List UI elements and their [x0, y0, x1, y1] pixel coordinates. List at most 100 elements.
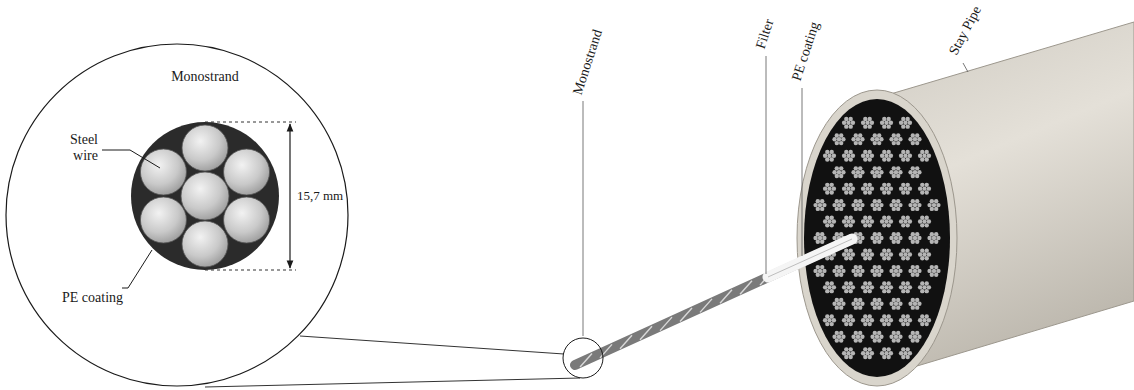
- strand-wire: [925, 223, 929, 227]
- strand-wire: [901, 150, 905, 154]
- strand-wire: [925, 289, 929, 293]
- strand-wire: [863, 157, 867, 161]
- strand-wire: [920, 322, 924, 326]
- strand-wire: [873, 338, 877, 342]
- strand-wire: [889, 170, 893, 174]
- strand-wire: [877, 207, 881, 211]
- strand-wire: [892, 199, 896, 203]
- strand-wire: [849, 322, 853, 326]
- strand-end: [899, 347, 912, 359]
- strand-wire: [854, 273, 858, 277]
- strand-wire: [932, 236, 936, 240]
- strand-wire: [920, 150, 924, 154]
- strand-wire: [856, 335, 860, 339]
- strand-wire: [837, 269, 841, 273]
- strand-wire: [849, 248, 853, 252]
- strand-wire: [842, 318, 846, 322]
- leader-line: [802, 88, 803, 256]
- strand-end: [889, 331, 902, 343]
- strand-wire: [851, 219, 855, 223]
- strand-wire: [875, 170, 879, 174]
- strand-wire: [913, 170, 917, 174]
- strand-wire: [849, 150, 853, 154]
- strand-wire: [930, 240, 934, 244]
- strand-wire: [925, 216, 929, 220]
- strand-wire: [906, 248, 910, 252]
- strand-wire: [877, 273, 881, 277]
- strand-wire: [887, 281, 891, 285]
- strand-wire: [854, 174, 858, 178]
- strand-wire: [901, 117, 905, 121]
- strand-wire: [854, 141, 858, 145]
- strand-wire: [892, 298, 896, 302]
- strand-end: [842, 281, 855, 293]
- strand-wire: [899, 285, 903, 289]
- strand-wire: [858, 305, 862, 309]
- strand-wire: [889, 236, 893, 240]
- strand-wire: [882, 117, 886, 121]
- strand-wire: [908, 318, 912, 322]
- strand-wire: [868, 183, 872, 187]
- heading: Monostrand: [171, 69, 239, 85]
- strand-wire: [917, 236, 921, 240]
- strand-wire: [868, 256, 872, 260]
- filter-shade: [768, 239, 852, 277]
- strand-wire: [908, 252, 912, 256]
- strand-end: [842, 150, 855, 162]
- strand-wire: [825, 314, 829, 318]
- strand-wire: [927, 219, 931, 223]
- strand-wire: [841, 269, 845, 273]
- strand-wire: [858, 273, 862, 277]
- strand-wire: [911, 166, 915, 170]
- strand-wire: [899, 186, 903, 190]
- strand-wire: [849, 289, 853, 293]
- strand-end: [889, 265, 902, 277]
- strand-wire: [894, 302, 898, 306]
- strand-wire: [868, 216, 872, 220]
- strand-wire: [903, 219, 907, 223]
- strand-wire: [889, 285, 893, 289]
- strand-wire: [844, 117, 848, 121]
- strand-wire: [920, 248, 924, 252]
- strand-wire: [851, 318, 855, 322]
- strand-wire: [823, 154, 827, 158]
- strand-wire: [884, 285, 888, 289]
- strand-end: [899, 216, 912, 228]
- strand-wire: [854, 199, 858, 203]
- strand-end: [832, 166, 845, 178]
- strand-wire: [879, 269, 883, 273]
- strand-wire: [835, 265, 839, 269]
- strand-wire: [892, 338, 896, 342]
- strand-wire: [849, 157, 853, 161]
- strand-wire: [822, 269, 826, 273]
- strand-wire: [818, 236, 822, 240]
- strand-wire: [901, 157, 905, 161]
- strand-wire: [832, 203, 836, 207]
- strand-wire: [818, 203, 822, 207]
- strand-wire: [925, 281, 929, 285]
- strand-wire: [839, 133, 843, 137]
- strand-wire: [877, 305, 881, 309]
- strand-wire: [870, 186, 874, 190]
- strand-end: [870, 298, 883, 310]
- strand-wire: [908, 219, 912, 223]
- strand-wire: [854, 298, 858, 302]
- strand-wire: [844, 355, 848, 359]
- steel-wire: [140, 197, 186, 243]
- strand-wire: [856, 302, 860, 306]
- strand-wire: [911, 207, 915, 211]
- strand-wire: [827, 285, 831, 289]
- strand-end: [880, 150, 893, 162]
- strand-wire: [932, 203, 936, 207]
- strand-wire: [880, 285, 884, 289]
- strand-wire: [839, 331, 843, 335]
- strand-wire: [906, 314, 910, 318]
- strand-wire: [873, 331, 877, 335]
- steel-wire: [224, 197, 270, 243]
- strand-wire: [930, 273, 934, 277]
- strand-wire: [863, 314, 867, 318]
- strand-wire: [908, 203, 912, 207]
- strand-wire: [868, 117, 872, 121]
- strand-wire: [868, 124, 872, 128]
